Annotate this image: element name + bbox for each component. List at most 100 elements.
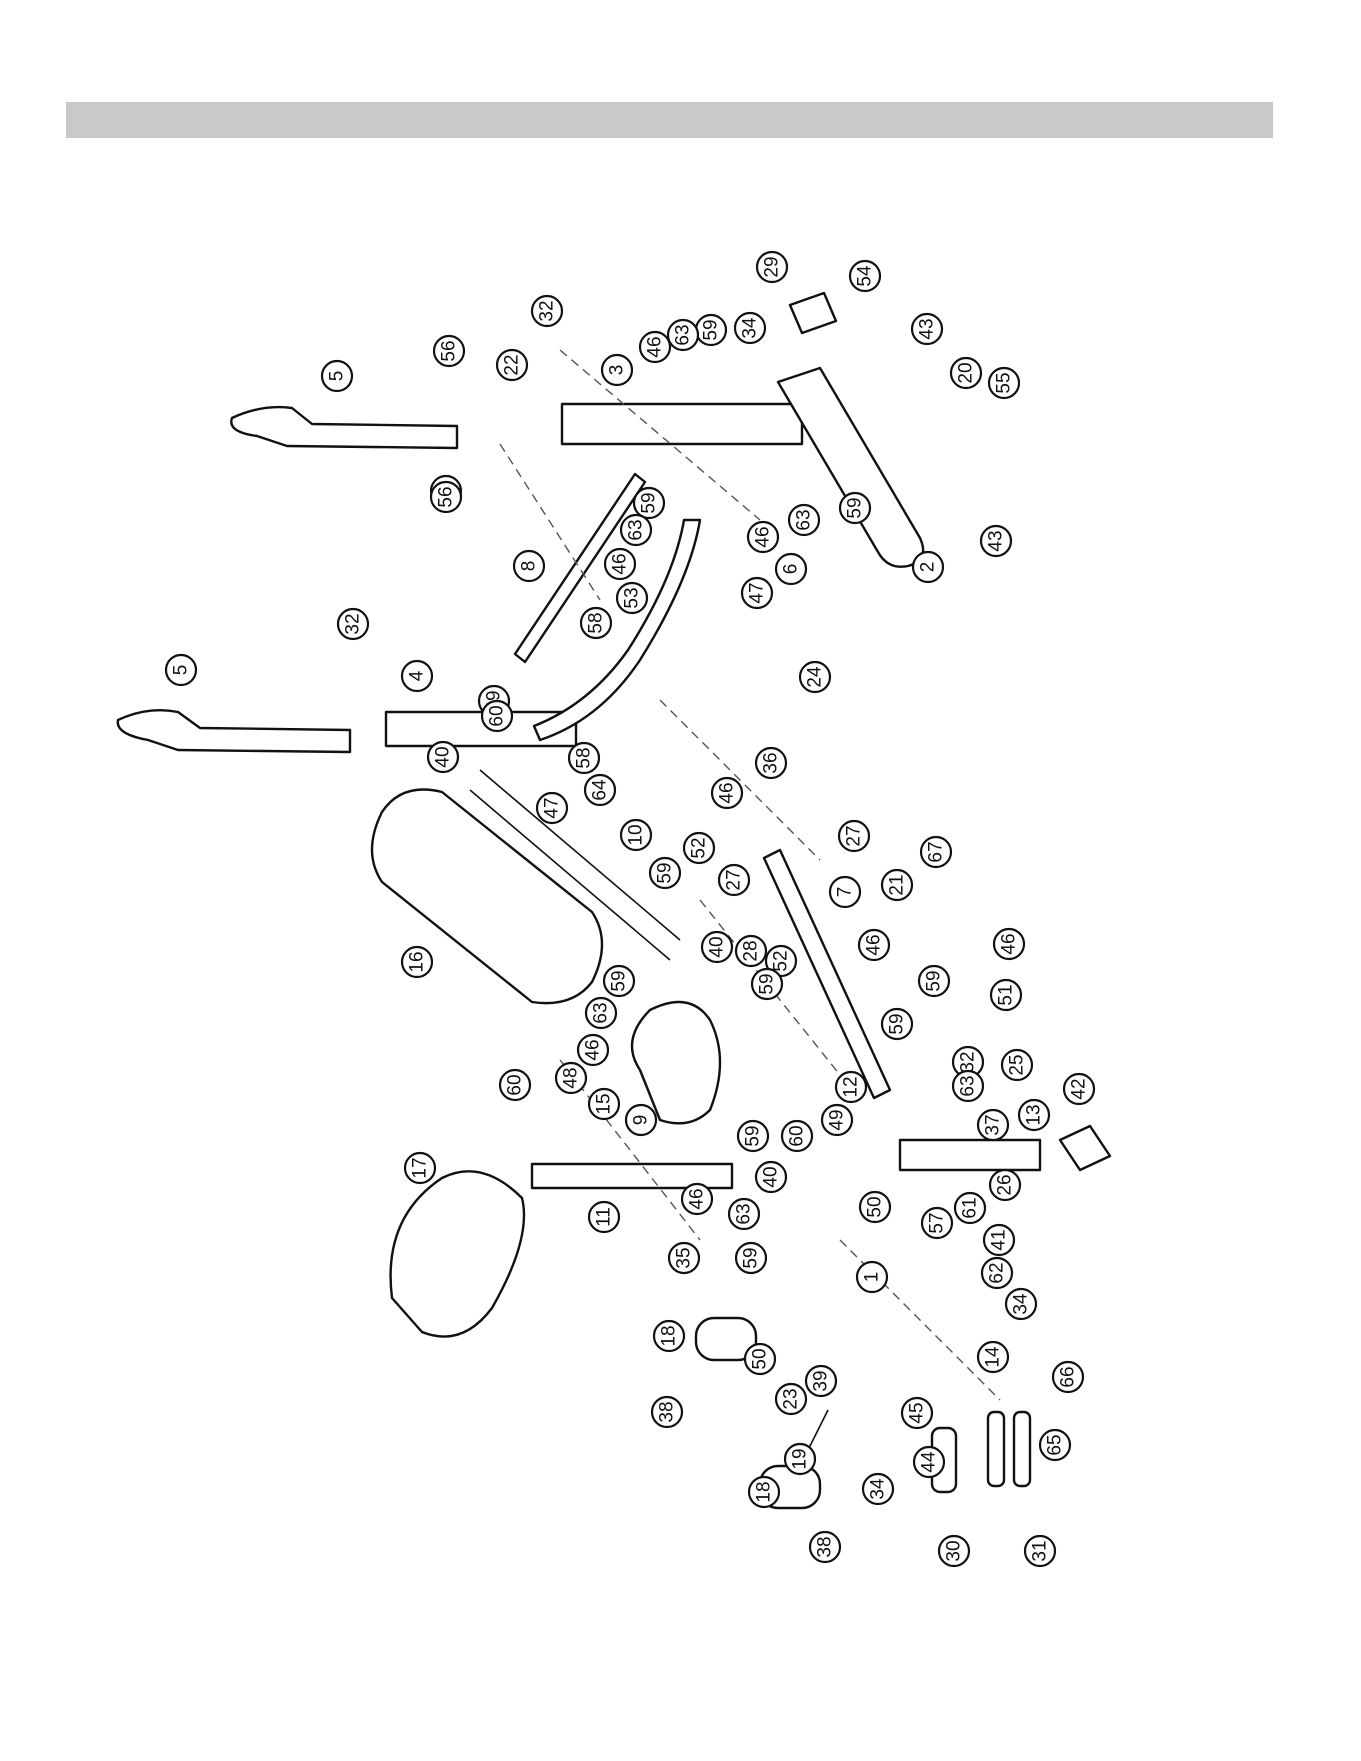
callout-12: 12 <box>834 1070 868 1104</box>
callout-label: 1 <box>862 1272 883 1283</box>
callout-label: 12 <box>841 1076 862 1097</box>
callout-label: 32 <box>343 613 364 634</box>
callout-label: 37 <box>983 1114 1004 1135</box>
callout-label: 46 <box>610 553 631 574</box>
callout-40: 40 <box>754 1160 788 1194</box>
callout-label: 44 <box>919 1451 940 1473</box>
callout-circle <box>920 1206 954 1240</box>
callout-label: 26 <box>995 1174 1016 1195</box>
callout-label: 63 <box>591 1002 612 1023</box>
callout-circle <box>858 1190 892 1224</box>
callout-23: 23 <box>774 1382 808 1416</box>
callout-circle <box>602 964 636 998</box>
callout-label: 56 <box>436 486 457 507</box>
callout-label: 38 <box>657 1401 678 1422</box>
callout-circle <box>164 653 198 687</box>
callout-circle <box>1000 1048 1034 1082</box>
callout-circle <box>900 1396 934 1430</box>
rods-10 <box>469 769 681 961</box>
callout-circle <box>754 1160 788 1194</box>
callout-circle <box>953 1191 987 1225</box>
callout-circle <box>834 1070 868 1104</box>
callout-circle <box>736 1119 770 1153</box>
callout-circle <box>838 491 872 525</box>
callout-22: 22 <box>495 348 529 382</box>
callout-label: 56 <box>439 340 460 361</box>
callout-label: 38 <box>815 1536 836 1557</box>
callout-circle <box>495 348 529 382</box>
callout-label: 35 <box>674 1247 695 1268</box>
callout-circle <box>638 330 672 364</box>
callout-label: 42 <box>1069 1078 1090 1099</box>
callout-label: 46 <box>583 1039 604 1060</box>
handle-lower <box>116 709 352 754</box>
callout-circle <box>583 773 617 807</box>
callout-8: 8 <box>512 549 546 583</box>
callout-14: 14 <box>976 1340 1010 1374</box>
callout-60: 60 <box>780 1119 814 1153</box>
callout-29: 29 <box>755 250 789 284</box>
callout-label: 62 <box>987 1262 1008 1283</box>
callout-63: 63 <box>951 1069 985 1103</box>
callout-label: 34 <box>740 317 761 339</box>
callout-label: 51 <box>996 984 1017 1005</box>
callout-50: 50 <box>743 1342 777 1376</box>
callout-46: 46 <box>746 520 780 554</box>
callout-19: 19 <box>783 1442 817 1476</box>
callout-circle <box>780 1119 814 1153</box>
callout-circle <box>982 1223 1016 1257</box>
callout-circle <box>530 294 564 328</box>
callout-label: 27 <box>844 825 865 846</box>
callout-circle <box>951 1069 985 1103</box>
callout-circle <box>624 1103 658 1137</box>
callout-label: 4 <box>407 670 428 681</box>
callout-circle <box>512 549 546 583</box>
callout-label: 10 <box>626 824 647 845</box>
callout-52: 52 <box>764 944 798 978</box>
callout-57: 57 <box>920 1206 954 1240</box>
callout-circle <box>804 1364 838 1398</box>
callout-46: 46 <box>603 547 637 581</box>
callout-label: 57 <box>927 1212 948 1233</box>
callout-label: 48 <box>561 1067 582 1088</box>
callout-label: 17 <box>410 1157 431 1178</box>
callout-circle <box>857 928 891 962</box>
callout-circle <box>855 1260 889 1294</box>
callout-label: 18 <box>754 1481 775 1502</box>
callout-circle <box>917 964 951 998</box>
callout-label: 39 <box>811 1370 832 1391</box>
callout-label: 67 <box>926 841 947 862</box>
callout-circle <box>1051 1360 1085 1394</box>
callout-47: 47 <box>535 791 569 825</box>
callout-circle <box>615 581 649 615</box>
callout-circle <box>787 503 821 537</box>
roller-18-upper <box>694 1316 758 1362</box>
callout-24: 24 <box>798 660 832 694</box>
callout-38: 38 <box>808 1530 842 1564</box>
callout-circle <box>666 318 700 352</box>
callout-circle <box>579 606 613 640</box>
seat-pad-17 <box>389 1170 526 1338</box>
callout-label: 50 <box>750 1348 771 1369</box>
callout-59: 59 <box>694 313 728 347</box>
callout-circle <box>336 607 370 641</box>
parts-drawing <box>116 291 1112 1510</box>
callout-63: 63 <box>584 996 618 1030</box>
callout-circle <box>734 934 768 968</box>
callout-label: 30 <box>944 1540 965 1561</box>
callout-label: 46 <box>864 934 885 955</box>
callout-50: 50 <box>858 1190 892 1224</box>
callout-34: 34 <box>1004 1287 1038 1321</box>
callout-61: 61 <box>953 1191 987 1225</box>
callout-46: 46 <box>992 927 1026 961</box>
callout-label: 34 <box>868 1478 889 1500</box>
callout-label: 46 <box>999 933 1020 954</box>
callout-58: 58 <box>567 741 601 775</box>
callout-circle <box>426 740 460 774</box>
callout-circle <box>1062 1072 1096 1106</box>
callout-63: 63 <box>727 1197 761 1231</box>
callout-label: 46 <box>645 336 666 357</box>
callout-label: 23 <box>781 1388 802 1409</box>
callout-circle <box>750 967 784 1001</box>
callout-circle <box>587 1087 621 1121</box>
